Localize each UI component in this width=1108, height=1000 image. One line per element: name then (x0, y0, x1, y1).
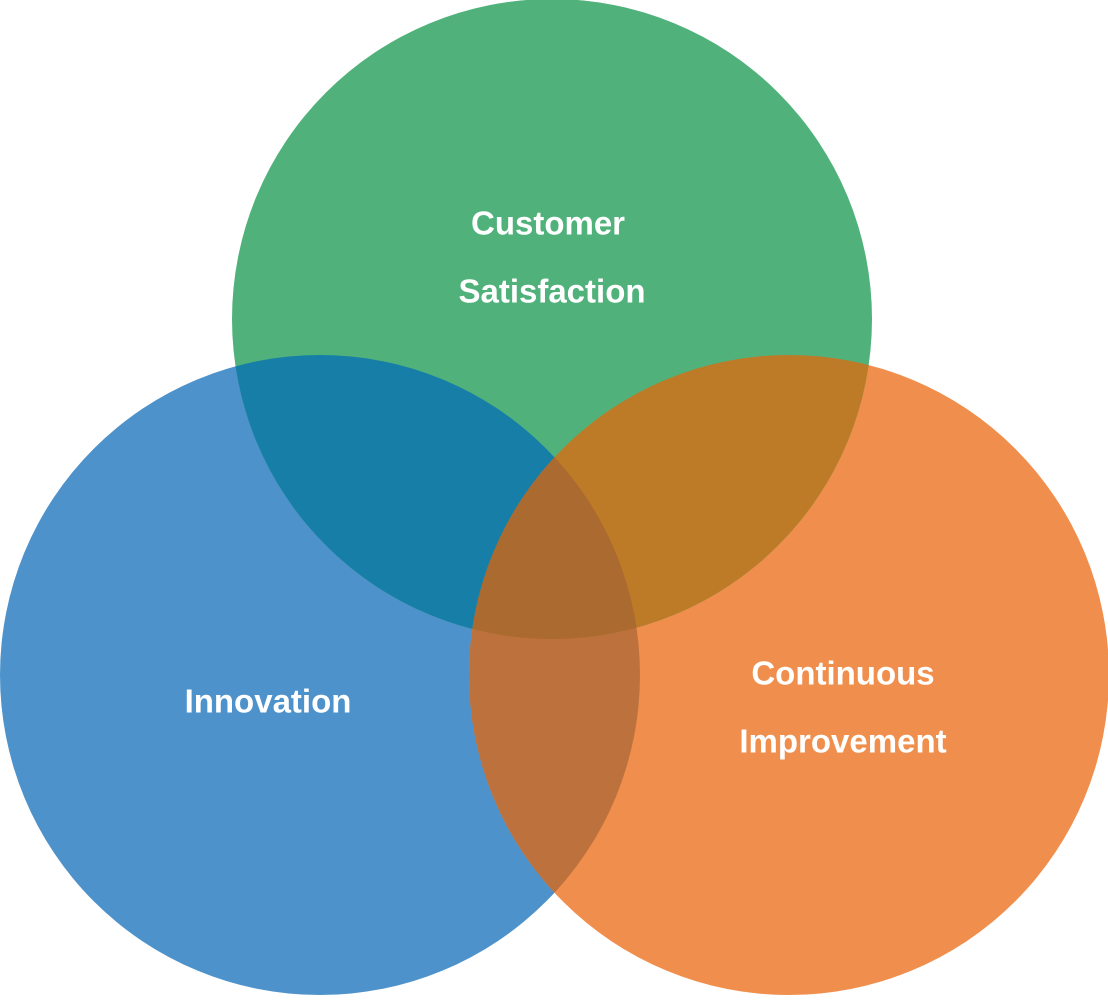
label-innovation: Innovation (185, 683, 352, 720)
overlap-customer-improvement (469, 355, 872, 639)
label-continuous-improvement-line2: Improvement (739, 723, 946, 760)
overlap-customer-innovation (232, 355, 640, 639)
label-customer-satisfaction-line1: Customer (471, 205, 625, 242)
label-customer-satisfaction-line2: Satisfaction (458, 273, 645, 310)
label-continuous-improvement-line1: Continuous (751, 655, 934, 692)
